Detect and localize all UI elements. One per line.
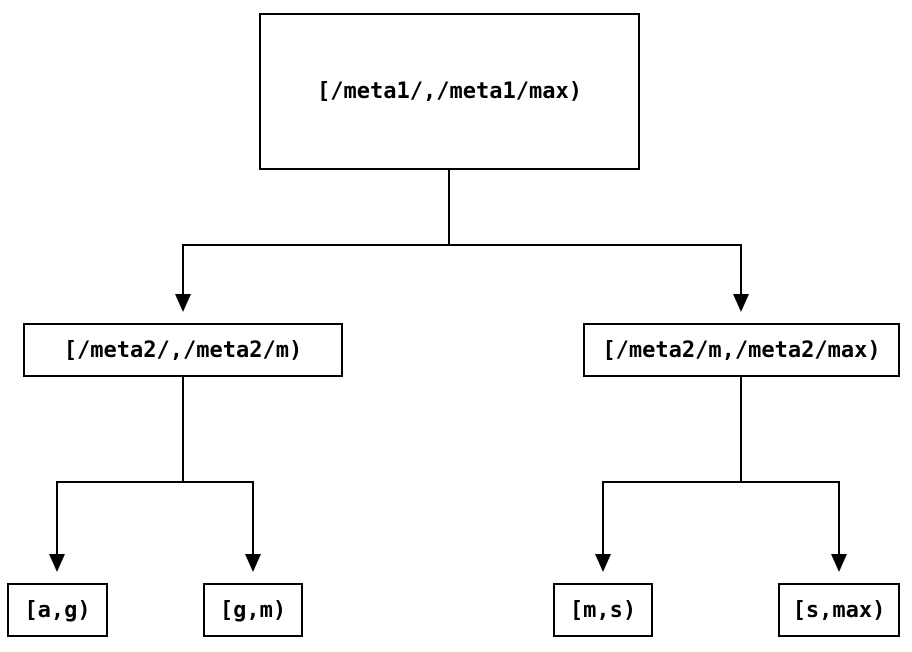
node-leaf-ag: [a,g) [7, 583, 108, 637]
edge-root-branch-bar [182, 244, 742, 246]
node-leaf-gm-label: [g,m) [219, 597, 287, 623]
node-leaf-gm: [g,m) [203, 583, 303, 637]
edge-mid-left-branch-bar [56, 481, 254, 483]
node-leaf-smax-label: [s,max) [792, 597, 886, 623]
edge-mid-right-branch-bar [602, 481, 840, 483]
node-meta2-left-label: [/meta2/,/meta2/m) [63, 337, 303, 363]
arrow-down-icon [733, 294, 749, 312]
arrow-down-icon [245, 554, 261, 572]
arrow-down-icon [595, 554, 611, 572]
node-root-range: [/meta1/,/meta1/max) [259, 13, 640, 170]
node-meta2-right-label: [/meta2/m,/meta2/max) [602, 337, 881, 363]
edge-mid-left-stem [182, 377, 184, 483]
node-meta2-left-range: [/meta2/,/meta2/m) [23, 323, 343, 377]
edge-mid-left-to-leaf-gm [252, 481, 254, 556]
edge-mid-left-to-leaf-ag [56, 481, 58, 556]
edge-root-to-mid-left [182, 244, 184, 296]
arrow-down-icon [175, 294, 191, 312]
node-leaf-smax: [s,max) [778, 583, 900, 637]
arrow-down-icon [831, 554, 847, 572]
node-leaf-ms: [m,s) [553, 583, 653, 637]
node-leaf-ag-label: [a,g) [24, 597, 91, 623]
edge-mid-right-to-leaf-ms [602, 481, 604, 556]
edge-root-stem [448, 170, 450, 246]
node-meta2-right-range: [/meta2/m,/meta2/max) [583, 323, 900, 377]
node-root-label: [/meta1/,/meta1/max) [317, 79, 582, 104]
node-leaf-ms-label: [m,s) [569, 597, 637, 623]
arrow-down-icon [49, 554, 65, 572]
edge-mid-right-stem [740, 377, 742, 483]
edge-mid-right-to-leaf-smax [838, 481, 840, 556]
edge-root-to-mid-right [740, 244, 742, 296]
